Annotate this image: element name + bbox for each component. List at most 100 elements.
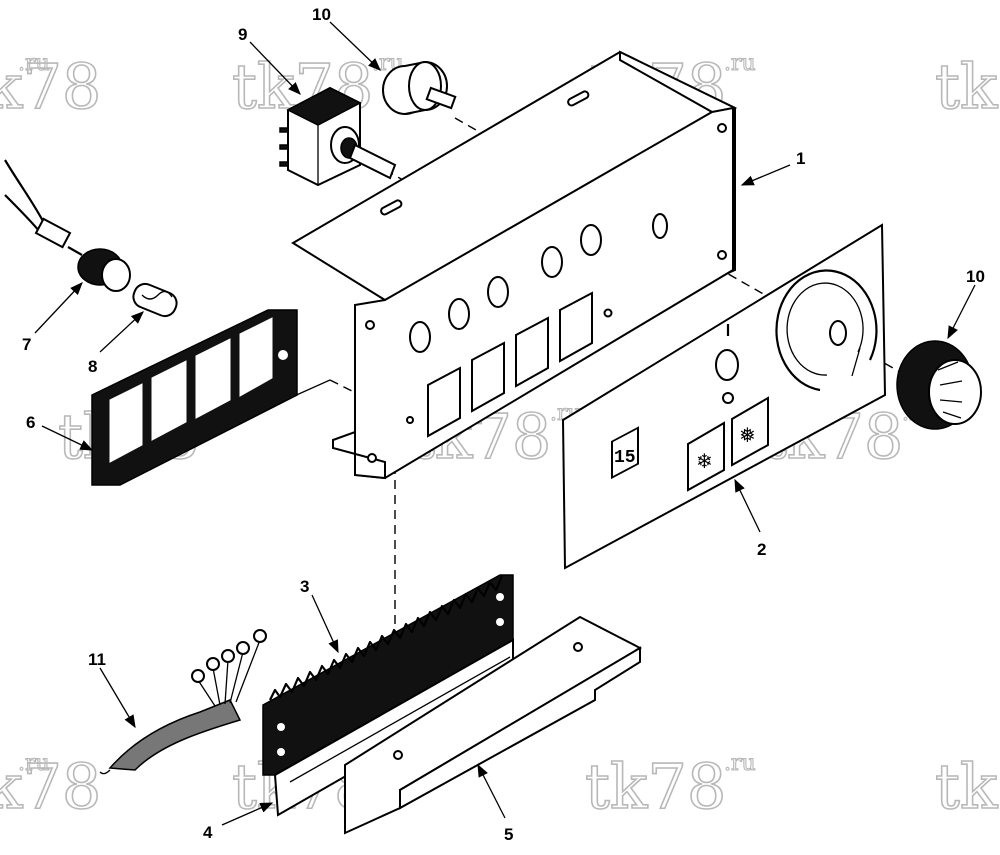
panel-screw-hole xyxy=(603,308,613,318)
panel-hole xyxy=(487,276,509,308)
decal-display-window xyxy=(611,426,639,480)
panel-hole xyxy=(652,213,668,239)
mounting-plate-edge xyxy=(399,646,641,810)
leader-4 xyxy=(221,802,274,826)
socket-wire xyxy=(4,194,41,233)
watermark: tk78 xyxy=(934,749,1000,824)
switch-terminal xyxy=(279,161,289,167)
leader-9 xyxy=(249,41,301,95)
panel-cutout xyxy=(471,341,505,413)
callout-5: 5 xyxy=(504,825,513,844)
panel-hole xyxy=(409,321,431,353)
decal-icon-box xyxy=(687,421,725,492)
watermark-suffix: .ru xyxy=(18,51,50,76)
part-11-wire-harness xyxy=(99,629,267,775)
panel-hole xyxy=(580,224,602,256)
ring-terminal xyxy=(221,649,235,663)
watermark: tk78 .ru xyxy=(0,749,102,824)
socket-mouth xyxy=(101,258,131,292)
ring-terminal xyxy=(236,641,250,655)
heatsink-hole xyxy=(496,593,504,601)
leader-11 xyxy=(99,667,136,729)
callout-labels: 1 2 3 4 5 6 7 8 9 10 10 11 xyxy=(22,5,985,844)
heatsink-fins xyxy=(269,575,504,701)
watermark: tk78 .ru xyxy=(0,49,102,124)
decal-dial-arc xyxy=(775,269,878,392)
callout-9: 9 xyxy=(238,25,247,44)
heatsink-hole xyxy=(277,723,285,731)
leader-7 xyxy=(34,282,83,334)
insulator-edge xyxy=(289,656,511,783)
panel-cutout xyxy=(559,291,593,363)
watermark-suffix: .ru xyxy=(724,751,756,776)
switch-top xyxy=(286,87,362,126)
callout-1: 1 xyxy=(796,149,805,168)
defrost-snowflake-icon: ❅ xyxy=(739,423,756,447)
harness-end xyxy=(99,769,111,775)
watermark-text: tk78 xyxy=(585,750,726,823)
callout-10-top: 10 xyxy=(312,5,331,24)
harness-wire xyxy=(235,639,261,703)
decal-dial-mark xyxy=(851,347,861,377)
panel-slot xyxy=(380,199,403,216)
leader-arrows xyxy=(34,21,976,826)
panel-slot xyxy=(567,90,590,107)
switch-lever xyxy=(348,143,397,180)
panel-cutout xyxy=(427,366,461,438)
snowflake-icon: ❄ xyxy=(696,449,713,473)
callout-4: 4 xyxy=(203,823,213,842)
part-9-toggle-switch xyxy=(279,86,397,187)
decal-icon-box xyxy=(731,396,769,467)
panel-screw-hole xyxy=(406,416,414,424)
callout-11: 11 xyxy=(88,650,106,669)
harness-wire xyxy=(212,667,221,706)
panel-hole xyxy=(541,246,563,278)
watermark: tk78 xyxy=(934,49,1000,124)
heatsink-hole xyxy=(277,748,285,756)
part-2-decal: 15 ❄ ❅ xyxy=(561,223,887,570)
bezel-window xyxy=(151,360,187,441)
socket-lead xyxy=(67,246,83,256)
bezel-window xyxy=(239,317,273,397)
heatsink-hole xyxy=(496,618,504,626)
knob-grip-lines xyxy=(937,361,963,419)
switch-terminal xyxy=(279,144,289,150)
harness-sheath xyxy=(108,699,242,771)
leader-2 xyxy=(734,478,761,533)
leader-10-top xyxy=(329,21,381,71)
bezel-hole xyxy=(278,350,288,360)
decal-display-digits: 15 xyxy=(614,448,636,468)
socket-wire xyxy=(4,159,46,226)
decal-dial-hole xyxy=(829,320,847,346)
ring-terminal xyxy=(191,669,205,683)
callout-2: 2 xyxy=(757,540,766,559)
watermark: tk78 .ru xyxy=(584,749,756,824)
callout-3: 3 xyxy=(300,577,309,596)
panel-screw-hole xyxy=(717,250,727,260)
wire-connector xyxy=(34,217,72,249)
leader-8 xyxy=(99,311,144,353)
mounting-plate-hole xyxy=(393,750,403,760)
harness-wire xyxy=(224,659,229,705)
callout-7: 7 xyxy=(22,335,31,354)
callout-10-right: 10 xyxy=(966,267,985,286)
ring-terminal xyxy=(206,657,220,671)
ring-terminal xyxy=(253,629,267,643)
panel-screw-hole xyxy=(367,453,377,463)
leader-3 xyxy=(311,594,339,654)
decal-small-hole xyxy=(722,392,734,404)
leader-1 xyxy=(740,164,791,186)
watermark-text: tk78 xyxy=(0,750,101,823)
callout-6: 6 xyxy=(26,413,35,432)
harness-wire xyxy=(229,651,244,704)
bezel-window xyxy=(195,338,231,419)
watermark-text: tk78 xyxy=(0,50,101,123)
watermark-suffix: .ru xyxy=(724,51,756,76)
part-10-knob xyxy=(896,340,982,430)
mounting-plate-hole xyxy=(573,642,583,652)
pot-shaft xyxy=(425,86,457,110)
panel-screw-hole xyxy=(717,123,727,133)
part-8-bulb xyxy=(132,282,178,318)
